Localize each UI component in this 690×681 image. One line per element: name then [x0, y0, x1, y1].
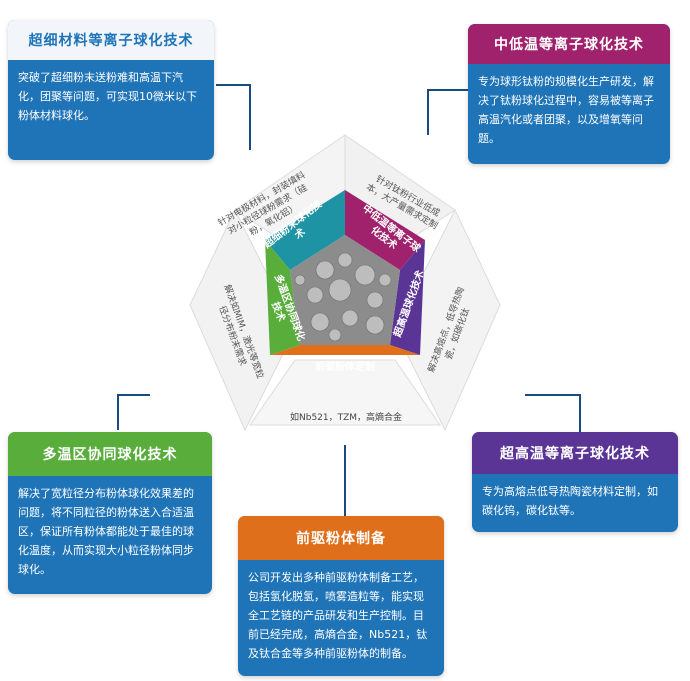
bottom-note: 如Nb521，TZM，高熵合金 — [290, 413, 403, 423]
card-ultra-high-temp-body: 专为高熔点低导热陶瓷材料定制，如碳化钨，碳化钛等。 — [482, 485, 658, 517]
connector-top-right — [427, 89, 470, 135]
card-precursor-title: 前驱粉体制备 — [238, 516, 444, 560]
card-ultrafine-body: 突破了超细粉末送粉难和高温下汽化，团聚等问题，可实现10微米以下粉体材料球化。 — [18, 71, 197, 122]
powder-particles — [294, 252, 392, 342]
card-multi-zone: 多温区协同球化技术 解决了宽粒径分布粉体球化效果差的问题，将不同粒径的粉体送入合… — [8, 432, 212, 594]
card-mid-low-temp-title: 中低温等离子球化技术 — [468, 24, 670, 64]
card-ultrafine: 超细材料等离子球化技术 突破了超细粉末送粉难和高温下汽化，团聚等问题，可实现10… — [8, 20, 214, 160]
card-ultra-high-temp: 超高温等离子球化技术 专为高熔点低导热陶瓷材料定制，如碳化钨，碳化钛等。 — [472, 432, 678, 532]
segment-label-orange: 前驱粉体定制 — [315, 362, 375, 373]
ring-segment-purple — [345, 190, 425, 270]
ring-segment-teal — [265, 190, 345, 270]
ring-segment-green — [265, 240, 300, 355]
card-multi-zone-body: 解决了宽粒径分布粉体球化效果差的问题，将不同粒径的粉体送入合适温区，保证所有粉体… — [18, 487, 194, 576]
central-pentagon — [189, 134, 501, 432]
ring-segment-violet — [390, 240, 425, 355]
ring-segment-orange — [270, 345, 420, 355]
card-mid-low-temp-body: 专为球形钛粉的规模化生产研发，解决了钛粉球化过程中，容易被等离子高温汽化或者团聚… — [478, 75, 654, 145]
card-precursor-body: 公司开发出多种前驱粉体制备工艺，包括氢化脱氢，喷雾造粒等，能实现全工艺链的产品研… — [248, 571, 428, 660]
card-ultra-high-temp-title: 超高温等离子球化技术 — [472, 432, 678, 474]
card-precursor: 前驱粉体制备 公司开发出多种前驱粉体制备工艺，包括氢化脱氢，喷雾造粒等，能实现全… — [238, 516, 444, 676]
connector-middle-right — [525, 394, 581, 440]
card-mid-low-temp: 中低温等离子球化技术 专为球形钛粉的规模化生产研发，解决了钛粉球化过程中，容易被… — [468, 24, 670, 164]
connector-top-left — [216, 84, 251, 150]
connector-middle-left — [117, 394, 150, 430]
card-multi-zone-title: 多温区协同球化技术 — [8, 432, 212, 476]
outer-wedge-bottom — [249, 359, 441, 426]
card-ultrafine-title: 超细材料等离子球化技术 — [8, 20, 214, 60]
